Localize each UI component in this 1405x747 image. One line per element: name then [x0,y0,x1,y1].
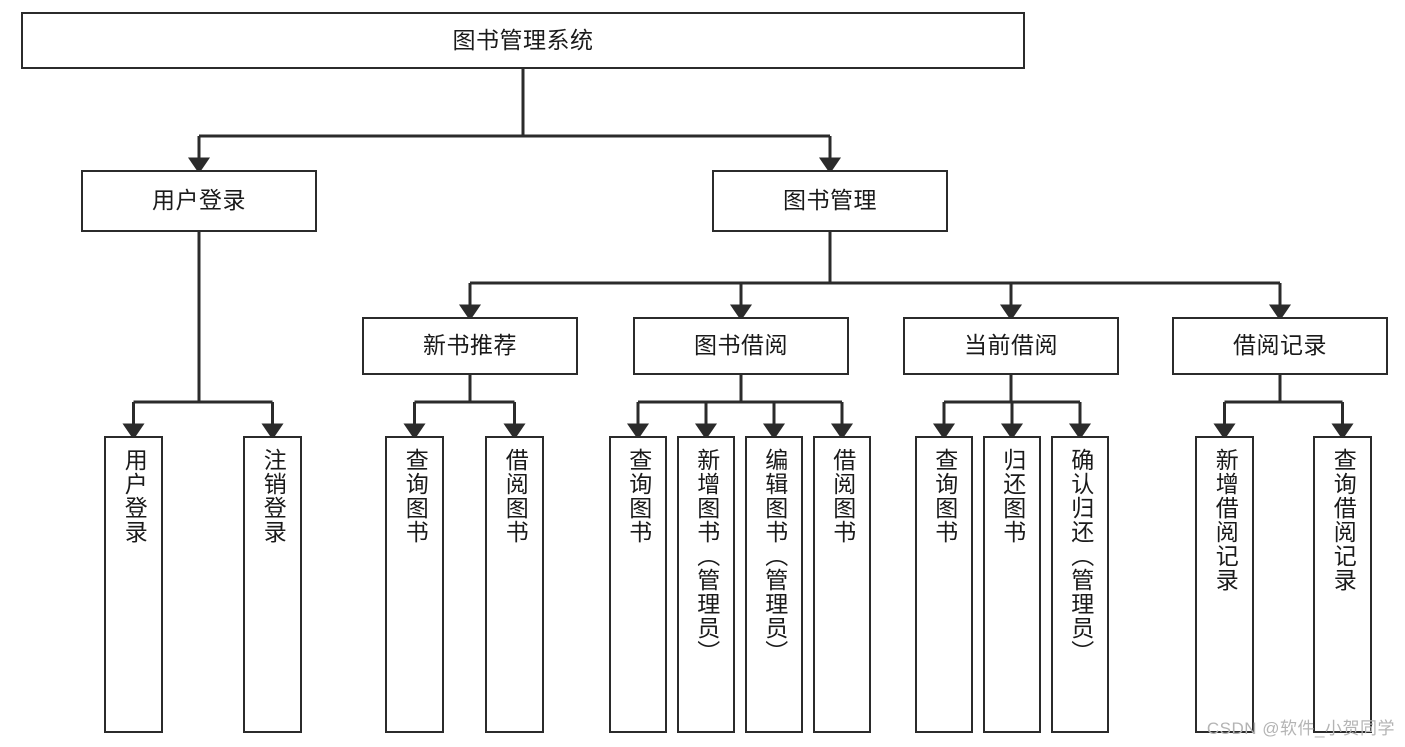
node-user-login[interactable]: 用户登录 [81,170,317,232]
node-current-borrow[interactable]: 当前借阅 [903,317,1119,375]
node-leaf-add-book[interactable]: 新增图书（管理员） [677,436,735,733]
node-leaf-borrow-book-2[interactable]: 借阅图书 [813,436,871,733]
node-label: 归还图书 [999,448,1026,544]
node-label: 借阅记录 [1233,332,1327,359]
node-leaf-return-book[interactable]: 归还图书 [983,436,1041,733]
node-leaf-query-book-1[interactable]: 查询图书 [385,436,444,733]
node-label: 借阅图书 [502,448,529,544]
node-label: 图书借阅 [694,332,788,359]
node-label: 查询图书 [931,448,958,544]
node-leaf-query-book-3[interactable]: 查询图书 [915,436,973,733]
node-label: 图书管理系统 [452,26,594,53]
node-label: 查询图书 [625,448,652,544]
node-leaf-confirm-return[interactable]: 确认归还（管理员） [1051,436,1109,733]
node-leaf-user-logout[interactable]: 注销登录 [243,436,302,733]
node-leaf-query-book-2[interactable]: 查询图书 [609,436,667,733]
node-label: 用户登录 [121,448,148,544]
node-new-book-rec[interactable]: 新书推荐 [362,317,578,375]
node-label: 图书管理 [783,187,877,214]
node-borrow-record[interactable]: 借阅记录 [1172,317,1388,375]
node-label: 确认归还（管理员） [1067,448,1094,664]
node-leaf-edit-book[interactable]: 编辑图书（管理员） [745,436,803,733]
node-label: 注销登录 [260,448,287,544]
node-label: 当前借阅 [964,332,1058,359]
node-leaf-borrow-book-1[interactable]: 借阅图书 [485,436,544,733]
node-book-manage[interactable]: 图书管理 [712,170,948,232]
node-leaf-add-record[interactable]: 新增借阅记录 [1195,436,1254,733]
node-label: 新增借阅记录 [1212,448,1239,592]
node-label: 新书推荐 [423,332,517,359]
node-label: 新增图书（管理员） [693,448,720,664]
node-label: 借阅图书 [829,448,856,544]
node-leaf-user-login[interactable]: 用户登录 [104,436,163,733]
watermark: CSDN @软件_小贺同学 [1206,719,1395,738]
node-root[interactable]: 图书管理系统 [21,12,1025,69]
node-label: 编辑图书（管理员） [761,448,788,664]
node-label: 用户登录 [152,187,246,214]
node-label: 查询借阅记录 [1330,448,1357,592]
node-book-borrow[interactable]: 图书借阅 [633,317,849,375]
node-label: 查询图书 [402,448,429,544]
node-leaf-query-record[interactable]: 查询借阅记录 [1313,436,1372,733]
